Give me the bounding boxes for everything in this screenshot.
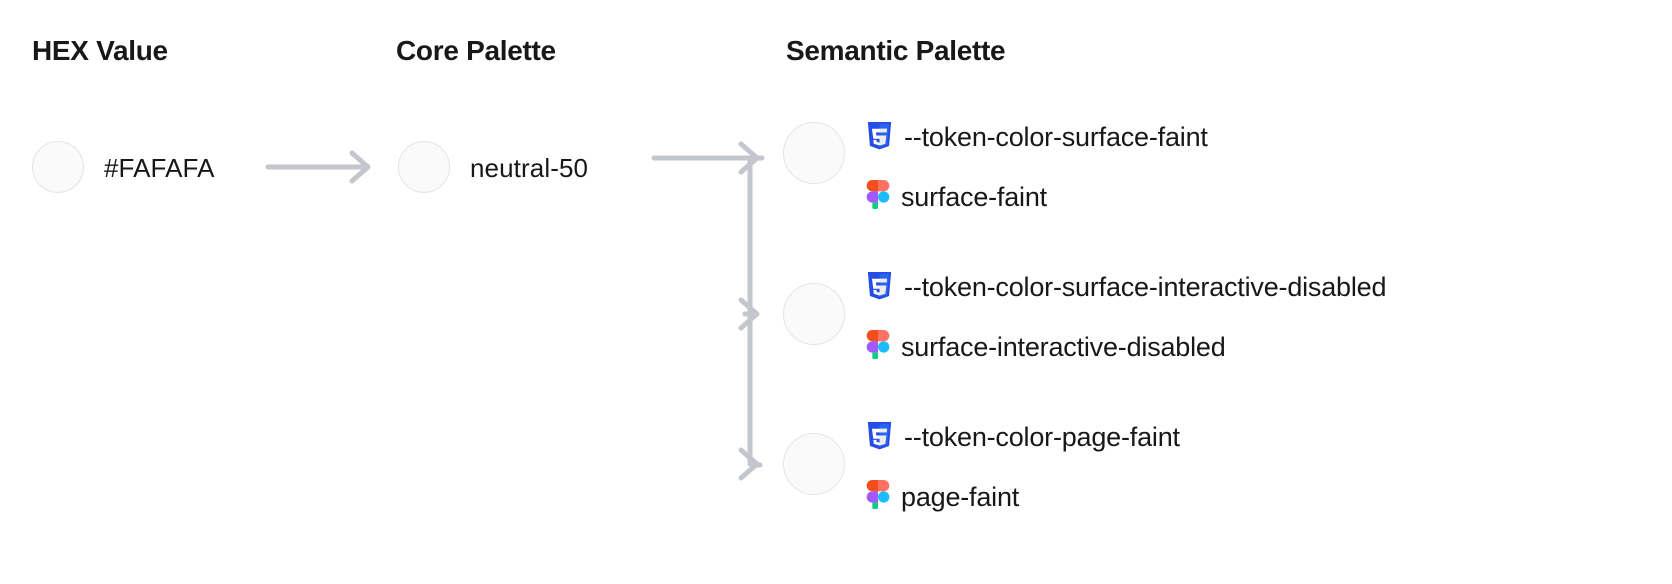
- swatch-semantic-surface-interactive-disabled: [783, 283, 845, 345]
- figma-icon: [866, 180, 890, 214]
- semantic-token-row: --token-color-surface-interactive-disabl…: [866, 265, 1656, 369]
- figma-token-label: page-faint: [901, 481, 1020, 512]
- swatch-core-palette: [398, 141, 450, 193]
- css-token-label: --token-color-surface-interactive-disabl…: [904, 271, 1387, 302]
- swatch-semantic-surface-faint: [783, 122, 845, 184]
- column-heading-semantic-palette: Semantic Palette: [786, 35, 1006, 66]
- arrow-branch-1-head: [738, 297, 760, 331]
- figma-icon: [866, 480, 890, 514]
- arrow-branch-0-head: [738, 141, 760, 175]
- column-heading-hex-value: HEX Value: [32, 35, 168, 66]
- figma-token-label: surface-faint: [901, 181, 1047, 212]
- swatch-hex-value: [32, 141, 84, 193]
- css-token-label: --token-color-surface-faint: [904, 121, 1208, 152]
- figma-icon: [866, 330, 890, 364]
- semantic-token-row: --token-color-surface-faint surface-fain…: [866, 115, 1656, 219]
- arrow-core-trunk-vertical: [747, 155, 763, 468]
- arrow-hex-to-core-head: [349, 150, 371, 184]
- figma-token-line: page-faint: [866, 475, 1656, 519]
- figma-token-line: surface-faint: [866, 175, 1656, 219]
- swatch-semantic-page-faint: [783, 433, 845, 495]
- arrow-branch-2-head: [738, 447, 760, 481]
- css-token-line: --token-color-page-faint: [866, 415, 1656, 459]
- css-token-label: --token-color-page-faint: [904, 421, 1180, 452]
- semantic-token-row: --token-color-page-faint page-faint: [866, 415, 1656, 519]
- figma-token-line: surface-interactive-disabled: [866, 325, 1656, 369]
- hex-value-label: #FAFAFA: [104, 153, 215, 183]
- css3-icon: [866, 272, 893, 302]
- figma-token-label: surface-interactive-disabled: [901, 331, 1226, 362]
- core-palette-label: neutral-50: [470, 153, 589, 183]
- css3-icon: [866, 122, 893, 152]
- css3-icon: [866, 422, 893, 452]
- css-token-line: --token-color-surface-faint: [866, 115, 1656, 159]
- column-heading-core-palette: Core Palette: [396, 35, 556, 66]
- css-token-line: --token-color-surface-interactive-disabl…: [866, 265, 1656, 309]
